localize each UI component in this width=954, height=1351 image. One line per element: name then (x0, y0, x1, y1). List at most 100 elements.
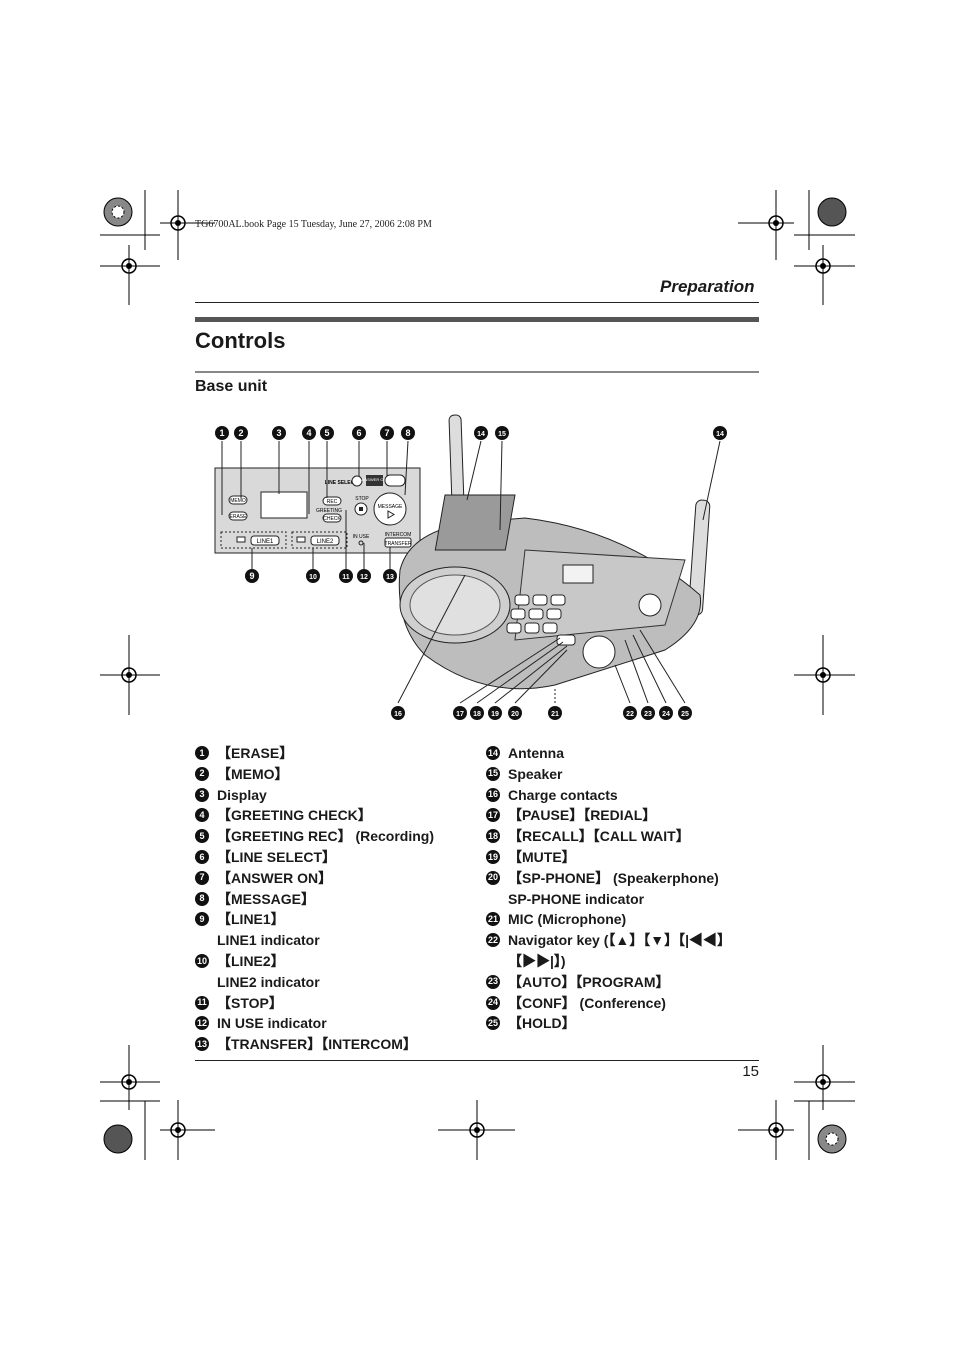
legend-text: Speaker (508, 765, 563, 782)
svg-text:14: 14 (477, 431, 485, 438)
legend-text: 【RECALL】【CALL WAIT】 (508, 828, 690, 845)
legend-number-badge: 5 (195, 829, 209, 844)
legend-text: 【LINE2】 LINE2 indicator (217, 952, 320, 990)
legend-item: 11【STOP】 (195, 993, 475, 1014)
legend-item: 25【HOLD】 (486, 1013, 761, 1034)
callout-25: 25 (678, 706, 692, 720)
legend-item: 20【SP-PHONE】 (Speakerphone) SP-PHONE ind… (486, 868, 761, 910)
callout-5: 5 (320, 426, 334, 440)
legend-number-badge: 24 (486, 995, 500, 1010)
legend-item: 21 MIC (Microphone) (486, 909, 761, 930)
legend-item: 4【GREETING CHECK】 (195, 805, 475, 826)
callout-14: 14 (474, 426, 488, 440)
base-unit-figure: MEMO ERASE LINE SELECT ANSWER ON REC GRE… (214, 414, 727, 720)
callout-15: 15 (495, 426, 509, 440)
legend-number-badge: 20 (486, 870, 500, 885)
legend-text: Charge contacts (508, 786, 618, 803)
legend-number-badge: 12 (195, 1016, 209, 1031)
legend-item: 10 【LINE2】 LINE2 indicator (195, 951, 475, 993)
legend-number-badge: 13 (195, 1037, 209, 1052)
legend-number-badge: 4 (195, 808, 209, 823)
control-panel-closeup: MEMO ERASE LINE SELECT ANSWER ON REC GRE… (214, 467, 421, 554)
svg-text:8: 8 (405, 428, 410, 438)
legend-item: 16 Charge contacts (486, 785, 761, 806)
legend-text: 【MUTE】 (508, 848, 576, 865)
svg-text:25: 25 (681, 711, 689, 718)
legend-text: 【GREETING REC】 (Recording) (217, 828, 435, 845)
legend-item: 1【ERASE】 (195, 743, 475, 764)
legend-number-badge: 22 (486, 933, 500, 948)
title-rule-thick (195, 317, 759, 322)
rec-label: REC (327, 499, 338, 505)
callout-13: 13 (383, 569, 397, 583)
callout-3: 3 (272, 426, 286, 440)
legend-text: 【ERASE】 (217, 745, 294, 761)
legend-item: 7 【ANSWER ON】 (195, 868, 475, 889)
callout-18: 18 (470, 706, 484, 720)
svg-text:9: 9 (249, 571, 254, 581)
callout-23: 23 (641, 706, 655, 720)
legend-text: 【ANSWER ON】 (217, 869, 333, 886)
stop-label: STOP (355, 496, 369, 502)
callout-17: 17 (453, 706, 467, 720)
callout-10: 10 (306, 569, 320, 583)
legend-item: 19 【MUTE】 (486, 847, 761, 868)
greeting-label: GREETING (316, 508, 342, 514)
title-rule-bottom (195, 371, 759, 373)
legend-number-badge: 10 (195, 953, 209, 968)
svg-text:16: 16 (394, 711, 402, 718)
legend-text: IN USE indicator (217, 1015, 327, 1032)
legend-number-badge: 19 (486, 849, 500, 864)
legend-text: 【CONF】 (Conference) (508, 994, 666, 1011)
legend-text: 【TRANSFER】【INTERCOM】 (217, 1036, 417, 1053)
legend-number-badge: 21 (486, 912, 500, 927)
callout-7: 7 (380, 426, 394, 440)
transfer-label: TRANSFER (385, 541, 412, 547)
legend-item: 9【LINE1】 LINE1 indicator (195, 909, 475, 951)
svg-text:6: 6 (356, 428, 361, 438)
callout-9: 9 (245, 569, 259, 583)
legend-text: 【PAUSE】【REDIAL】 (508, 807, 657, 824)
callout-11: 11 (339, 569, 353, 583)
svg-text:20: 20 (511, 711, 519, 718)
legend-item: 13 【TRANSFER】【INTERCOM】 (195, 1034, 475, 1055)
legend-number-badge: 7 (195, 870, 209, 885)
callout-14: 14 (713, 426, 727, 440)
legend-item: 8【MESSAGE】 (195, 889, 475, 910)
legend-number-badge: 11 (195, 995, 209, 1010)
file-header-note: TG6700AL.book Page 15 Tuesday, June 27, … (195, 219, 432, 230)
legend-text: MIC (Microphone) (508, 911, 627, 928)
callout-21: 21 (548, 706, 562, 720)
legend-text: 【MEMO】 (217, 765, 289, 782)
svg-text:15: 15 (498, 431, 506, 438)
legend-number-badge: 15 (486, 766, 500, 781)
svg-text:19: 19 (491, 711, 499, 718)
legend-text: 【LINE SELECT】 (217, 848, 337, 865)
legend-number-badge: 18 (486, 829, 500, 844)
svg-text:1: 1 (219, 428, 224, 438)
section-label: Preparation (660, 277, 755, 296)
check-label: CHECK (323, 516, 341, 522)
legend-item: 12 IN USE indicator (195, 1013, 475, 1034)
footer-rule (195, 1060, 759, 1061)
legend-number-badge: 8 (195, 891, 209, 906)
callout-1: 1 (215, 426, 229, 440)
erase-label: ERASE (230, 514, 248, 520)
svg-text:21: 21 (551, 711, 559, 718)
legend-item: 6【LINE SELECT】 (195, 847, 475, 868)
section-rule (195, 302, 759, 303)
page-number: 15 (742, 1063, 759, 1080)
message-label: MESSAGE (378, 504, 403, 510)
callout-4: 4 (302, 426, 316, 440)
legend-item: 5 【GREETING REC】 (Recording) (195, 826, 475, 847)
legend-item: 24 【CONF】 (Conference) (486, 993, 761, 1014)
legend-number-badge: 16 (486, 787, 500, 802)
callout-22: 22 (623, 706, 637, 720)
intercom-label: INTERCOM (385, 532, 412, 538)
